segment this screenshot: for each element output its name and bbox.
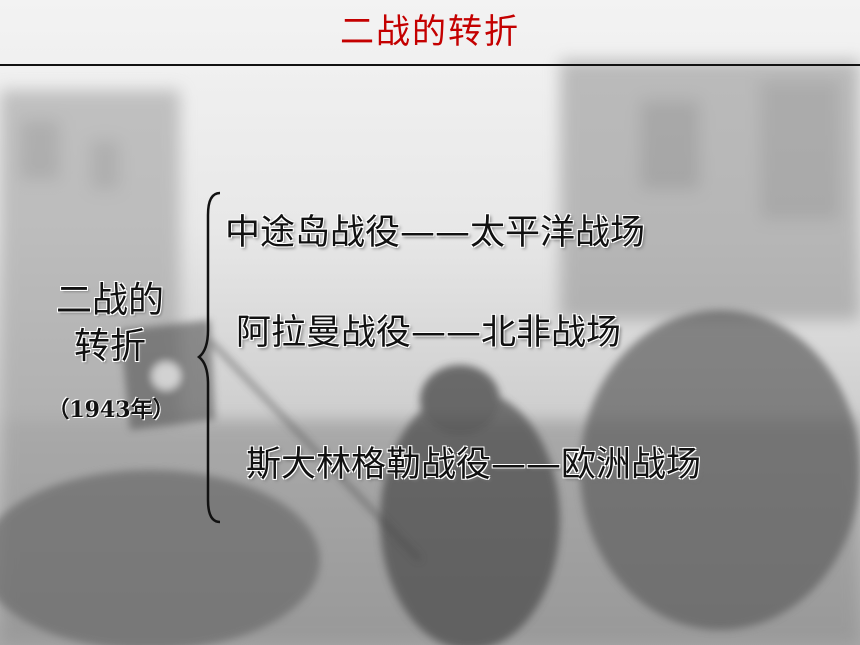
- topic-line-2: 转折: [73, 326, 146, 367]
- slide-title: 二战的转折: [340, 12, 520, 52]
- title-divider: [0, 64, 860, 66]
- battle-stalingrad: 斯大林格勒战役——欧洲战场: [246, 445, 702, 485]
- topic-label: 二战的 转折: [40, 278, 180, 370]
- year-label: （1943年）: [47, 397, 175, 423]
- battle-midway: 中途岛战役——太平洋战场: [225, 213, 646, 253]
- battle-el-alamein: 阿拉曼战役——北非战场: [236, 313, 622, 353]
- topic-line-1: 二战的: [55, 280, 164, 321]
- curly-brace: [196, 191, 221, 524]
